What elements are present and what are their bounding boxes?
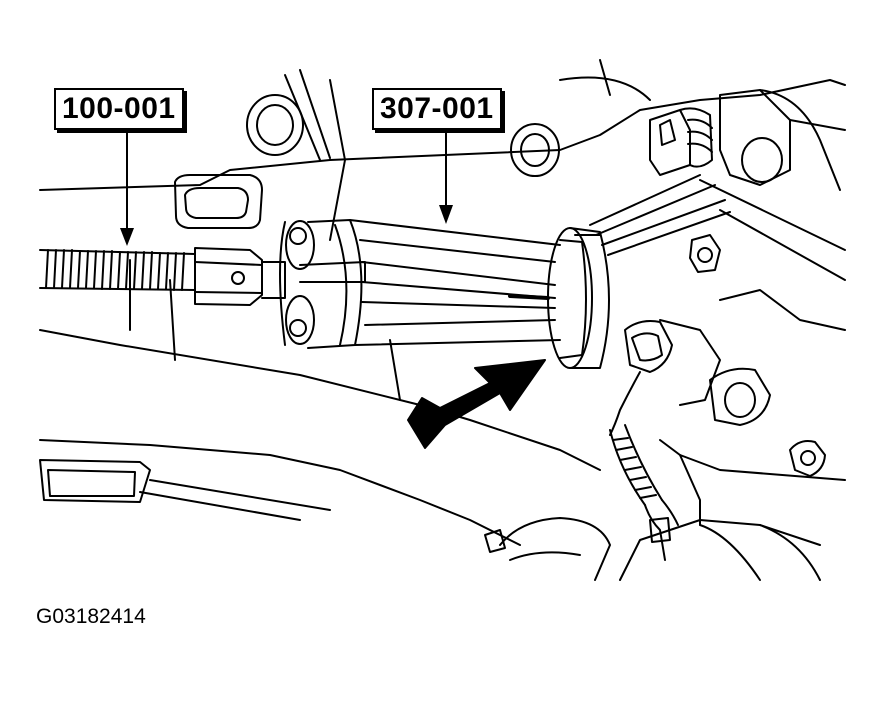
leader-arrowheads [120, 205, 453, 246]
hatch-lines [589, 174, 731, 256]
figure-id: G03182414 [36, 605, 146, 628]
column-collar [547, 227, 610, 369]
puller-tool-body [279, 219, 561, 349]
background-housing [39, 59, 846, 241]
callout-leader-lines [126, 129, 447, 239]
tool-callout-307-001: 307-001 [372, 88, 502, 130]
direction-arrow-icon [407, 359, 546, 449]
connector-and-harness [609, 319, 846, 581]
threaded-rod [39, 249, 196, 291]
right-bracket-assembly [649, 89, 846, 477]
hex-nut [194, 247, 286, 306]
tool-callout-100-001: 100-001 [54, 88, 184, 130]
